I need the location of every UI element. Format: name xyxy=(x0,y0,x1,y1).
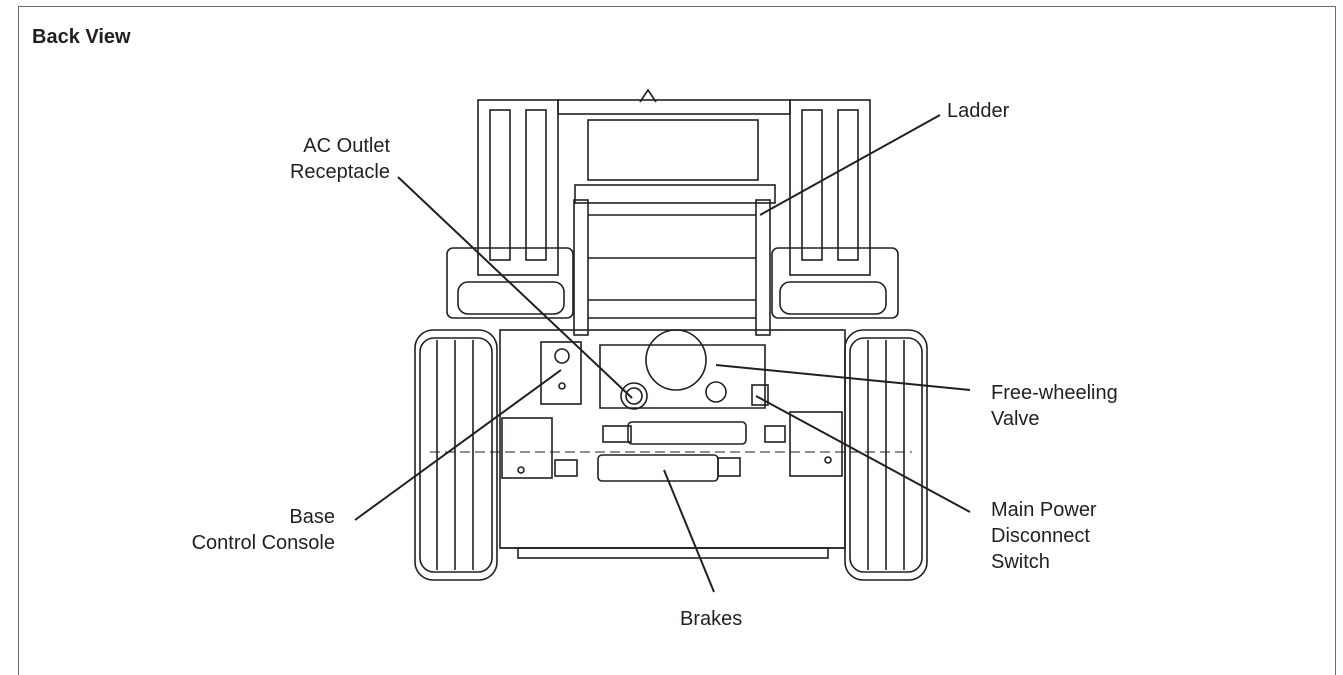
brake-cylinder xyxy=(597,454,719,482)
free-wheeling-leader xyxy=(715,364,971,391)
ladder-right-rail xyxy=(755,199,771,336)
ac-outlet-leader xyxy=(397,176,633,399)
base-console-label: Base Control Console xyxy=(191,506,335,554)
right-wheel xyxy=(844,329,928,581)
ac-outlet xyxy=(620,382,648,410)
right-rail-post xyxy=(789,99,871,276)
main-power-leader xyxy=(755,395,971,513)
left-wheel xyxy=(414,329,498,581)
ac-outlet-label: AC Outlet Receptacle xyxy=(289,135,390,183)
figure-frame xyxy=(18,6,1336,675)
ladder-leader xyxy=(759,114,941,216)
figure-title: Back View xyxy=(32,26,131,48)
left-deck-extension xyxy=(446,247,574,319)
rear-plate xyxy=(599,344,766,409)
upper-cylinder xyxy=(627,421,747,445)
ladder-label: Ladder xyxy=(947,100,1010,122)
ladder-left-rail xyxy=(573,199,589,336)
brakes-label: Brakes xyxy=(680,608,743,630)
machine-outline xyxy=(414,88,928,581)
top-rail xyxy=(557,99,791,115)
free-wheeling-valve-plate xyxy=(645,329,707,391)
valve-knob xyxy=(705,381,727,403)
right-side-box xyxy=(789,411,843,477)
base-console-box xyxy=(540,341,582,405)
free-wheeling-label: Free-wheeling Valve xyxy=(991,382,1118,430)
base-console-leader xyxy=(354,369,562,521)
left-side-box xyxy=(501,417,553,479)
main-power-label: Main Power Disconnect Switch xyxy=(991,499,1097,573)
right-deck-extension xyxy=(771,247,899,319)
leader-lines xyxy=(354,114,971,593)
left-rail-post xyxy=(477,99,559,276)
main-power-switch xyxy=(751,384,769,406)
brakes-leader xyxy=(663,469,715,593)
